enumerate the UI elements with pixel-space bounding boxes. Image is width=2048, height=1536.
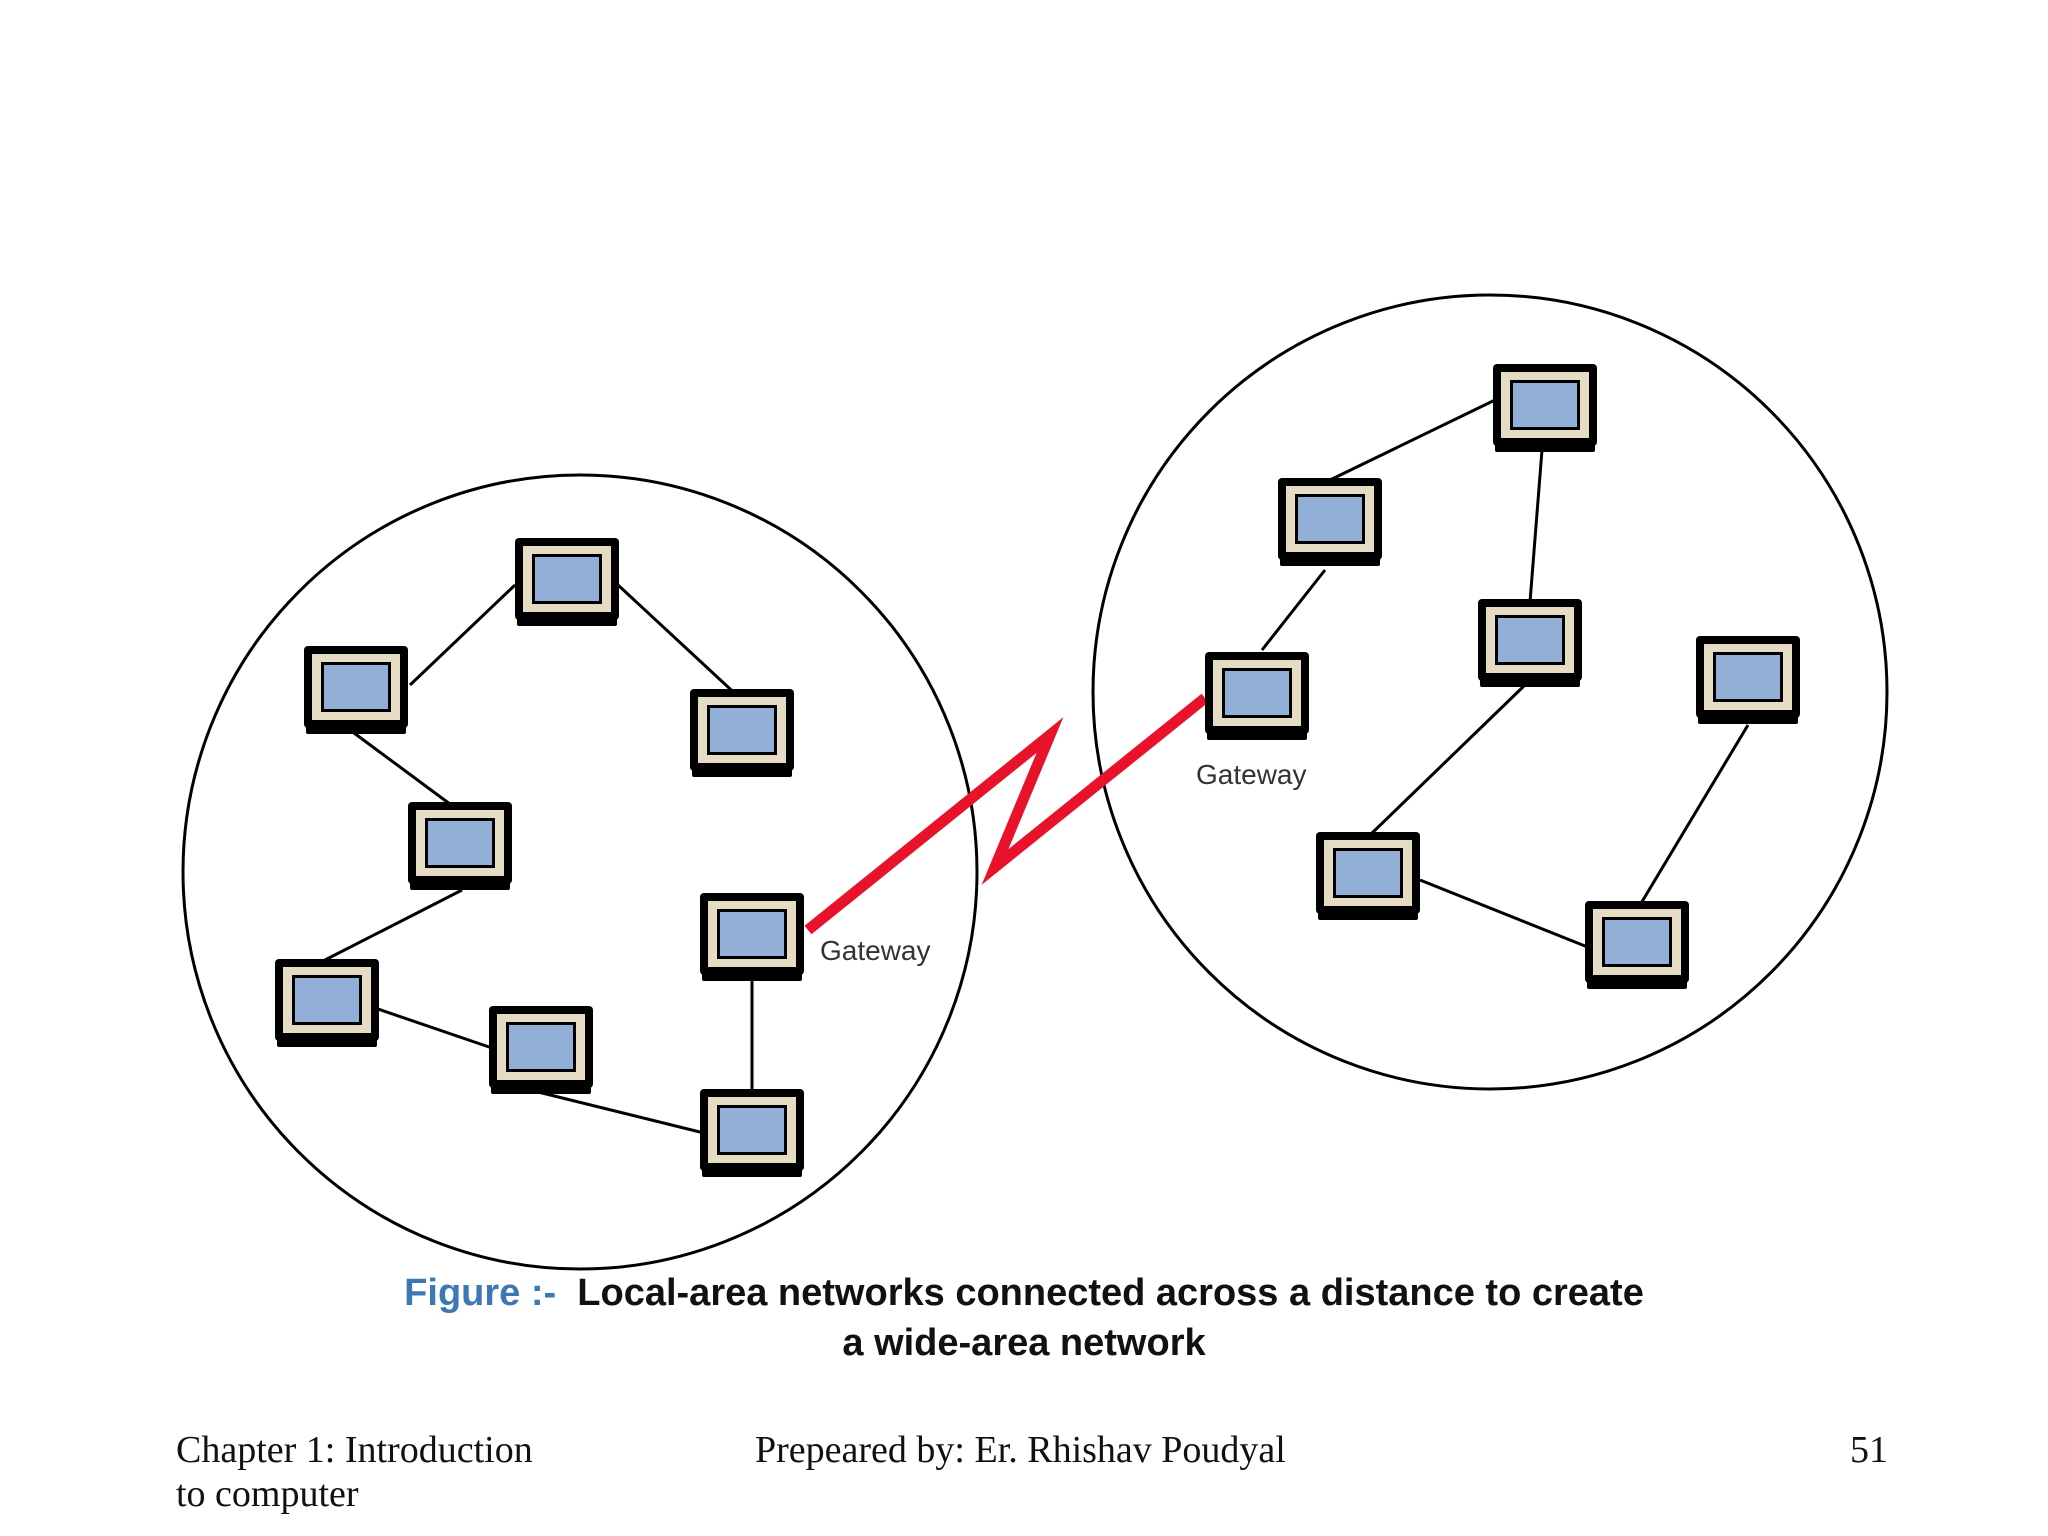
computer-icon <box>408 802 512 890</box>
footer-author: Prepeared by: Er. Rhishav Poudyal <box>755 1429 1286 1471</box>
link <box>1528 449 1544 603</box>
computer-icon <box>690 689 794 777</box>
left-gateway-computer-icon <box>700 893 804 981</box>
link <box>1368 683 1527 837</box>
footer-chapter-line-1: Chapter 1: Introduction <box>176 1429 533 1471</box>
computer-icon <box>304 646 408 734</box>
figure-caption: Figure :- Local-area networks connected … <box>0 1268 2048 1368</box>
wan-link <box>804 693 1209 935</box>
left-gateway-label: Gateway <box>820 935 931 966</box>
link <box>324 888 463 962</box>
right-lan-links <box>1260 398 1750 950</box>
computer-icon <box>489 1006 593 1094</box>
computer-icon <box>700 1089 804 1177</box>
link <box>1419 878 1591 950</box>
page-number: 51 <box>1850 1429 1888 1471</box>
right-gateway-computer-icon <box>1205 652 1309 740</box>
link <box>1638 724 1750 906</box>
link <box>1329 398 1496 482</box>
left-lan-boundary <box>181 473 979 1271</box>
computer-icon <box>1493 364 1597 452</box>
link <box>349 728 459 812</box>
caption-prefix: Figure :- <box>404 1272 557 1314</box>
caption-text-line-2: a wide-area network <box>842 1322 1206 1364</box>
computer-icon <box>515 538 619 626</box>
computer-icon <box>1316 832 1420 920</box>
link <box>1260 569 1327 651</box>
caption-line-1: Figure :- Local-area networks connected … <box>0 1268 2048 1318</box>
computer-icon <box>1696 636 1800 724</box>
link <box>616 583 744 702</box>
computer-icon <box>1478 599 1582 687</box>
computer-icon <box>1278 478 1382 566</box>
computer-icon <box>275 959 379 1047</box>
left-lan-links <box>324 583 754 1137</box>
footer-chapter-line-2: to computer <box>176 1473 359 1515</box>
link <box>374 1006 493 1050</box>
link <box>529 1088 713 1137</box>
right-gateway-label: Gateway <box>1196 759 1307 790</box>
footer-chapter: Chapter 1: Introduction to computer <box>176 1428 596 1516</box>
computer-icon <box>1585 901 1689 989</box>
caption-text-line-1: Local-area networks connected across a d… <box>577 1272 1644 1314</box>
link <box>408 583 517 687</box>
right-lan-boundary <box>1091 293 1889 1091</box>
